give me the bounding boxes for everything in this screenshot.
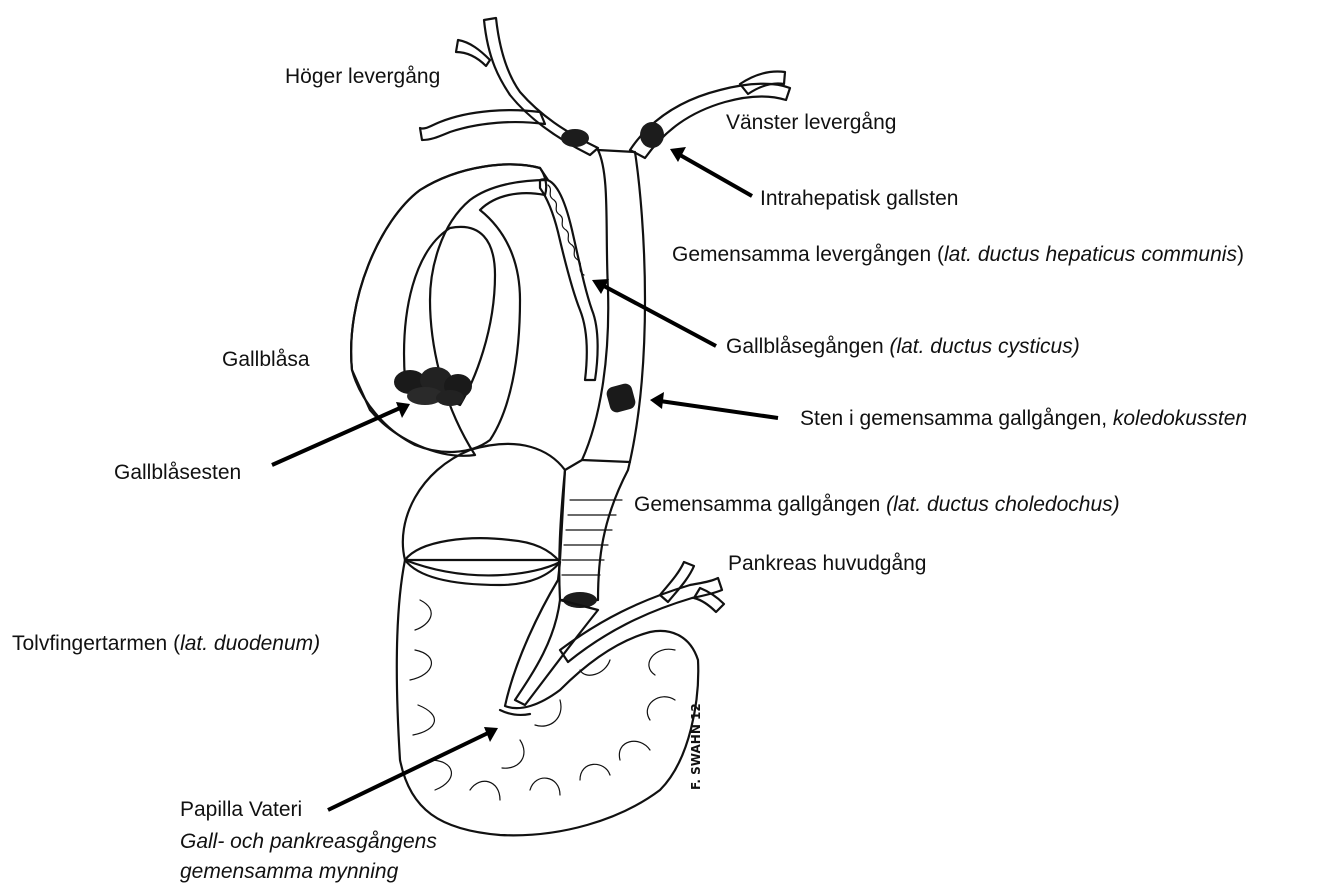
cystic-duct-illustration [540,179,598,380]
common-hepatic-duct-text: Gemensamma levergången ( [672,243,944,266]
left-hepatic-duct-label: Vänster levergång [726,110,896,136]
pancreatic-duct-label: Pankreas huvudgång [728,551,927,577]
cystic-duct-text: Gallblåsegången [726,335,889,358]
common-bile-duct-latin: (lat. ductus choledochus) [886,493,1119,516]
common-bile-duct-label: Gemensamma gallgången (lat. ductus chole… [634,492,1120,518]
common-opening-line2: gemensamma mynning [180,859,398,885]
intrahepatic-stone-label: Intrahepatisk gallsten [760,186,958,212]
gallstones-label: Gallblåsesten [114,460,241,486]
choledocholith-label: Sten i gemensamma gallgången, koledokuss… [800,406,1247,432]
duodenum-latin: lat. duodenum) [180,632,320,655]
choledocholith-italic: koledokussten [1113,407,1247,430]
common-bile-duct-text: Gemensamma gallgången [634,493,886,516]
gallstones-cluster [394,367,472,406]
gallbladder-label: Gallblåsa [222,347,310,373]
gallbladder-illustration [351,164,548,455]
cystic-duct-latin: (lat. ductus cysticus) [889,335,1079,358]
pancreatic-duct-illustration [560,562,724,662]
common-opening-line1: Gall- och pankreasgångens [180,829,437,855]
common-hepatic-duct-label: Gemensamma levergången (lat. ductus hepa… [672,242,1244,268]
artist-signature: F. SWAHN 12 [689,703,703,790]
cystic-duct-label: Gallblåsegången (lat. ductus cysticus) [726,334,1080,360]
duodenum-label: Tolvfingertarmen (lat. duodenum) [12,631,320,657]
papilla-label: Papilla Vateri [180,797,302,823]
common-hepatic-duct-latin: lat. ductus hepaticus communis [944,243,1237,266]
right-hepatic-duct-label: Höger levergång [285,64,440,90]
common-hepatic-duct-close: ) [1237,243,1244,266]
duodenum-text: Tolvfingertarmen ( [12,632,180,655]
choledocholith-text: Sten i gemensamma gallgången, [800,407,1113,430]
hepatic-ducts-illustration [420,18,790,158]
